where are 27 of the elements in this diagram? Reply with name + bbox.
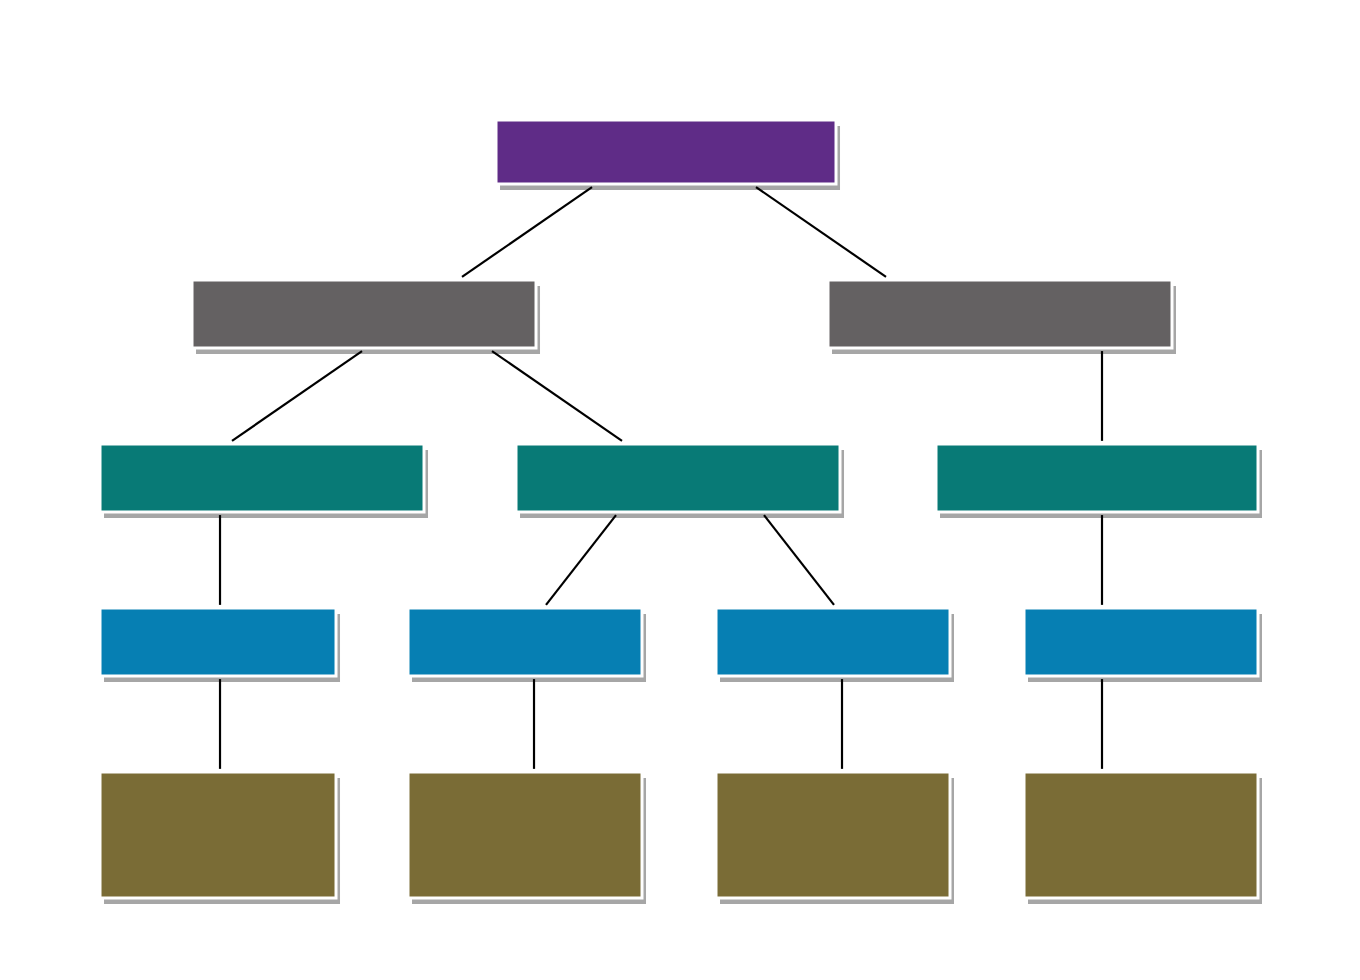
- box: [714, 606, 954, 682]
- connector-line: [218, 679, 222, 769]
- connector-line: [755, 186, 887, 278]
- box: [494, 118, 840, 190]
- box: [826, 278, 1176, 354]
- box: [934, 442, 1262, 518]
- connector-line: [763, 514, 835, 606]
- box: [406, 606, 646, 682]
- box: [514, 442, 844, 518]
- connector-line: [218, 515, 222, 605]
- connector-line: [840, 679, 844, 769]
- connector-line: [1100, 351, 1104, 441]
- connector-line: [231, 350, 363, 442]
- box: [98, 770, 340, 904]
- box: [1022, 770, 1262, 904]
- box: [98, 442, 428, 518]
- box: [714, 770, 954, 904]
- box: [1022, 606, 1262, 682]
- box: [406, 770, 646, 904]
- box: [190, 278, 540, 354]
- connector-line: [1100, 515, 1104, 605]
- connector-line: [491, 350, 623, 442]
- connector-line: [1100, 679, 1104, 769]
- connector-line: [532, 679, 536, 769]
- connector-line: [545, 514, 617, 606]
- box: [98, 606, 340, 682]
- connector-line: [461, 186, 593, 278]
